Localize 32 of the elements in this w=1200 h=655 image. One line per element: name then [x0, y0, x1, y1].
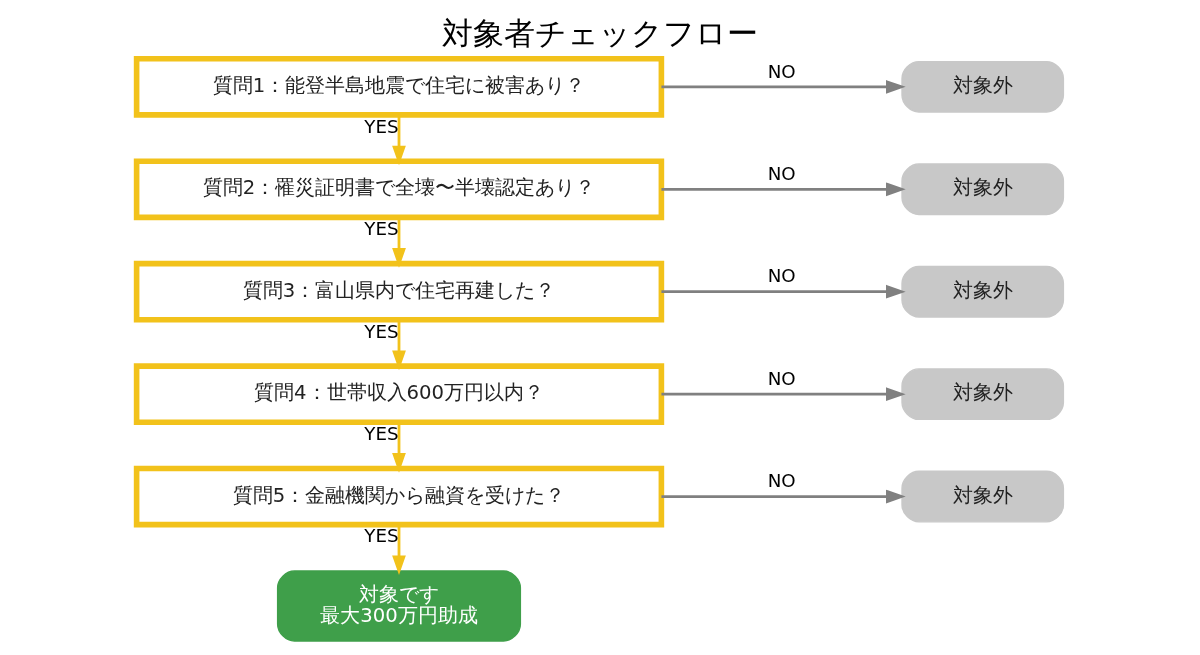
edge-label: YES: [364, 525, 399, 547]
node-box: 質問3：富山県内で住宅再建した？: [133, 260, 665, 323]
arrow: [661, 284, 906, 299]
arrow: [661, 387, 906, 402]
node-box: 対象外: [901, 368, 1065, 421]
diagram-title: 対象者チェックフロー: [442, 15, 758, 52]
node-box: 対象外: [901, 265, 1065, 318]
edge-label: YES: [364, 320, 399, 342]
node-box: 質問4：世帯収入600万円以内？: [133, 363, 665, 425]
arrow: [392, 319, 406, 371]
arrow: [392, 217, 406, 268]
arrow: [661, 489, 906, 504]
arrow: [661, 182, 906, 197]
edge-label: NO: [767, 470, 796, 492]
node-box: 対象外: [901, 163, 1065, 216]
edge-label: YES: [364, 115, 399, 137]
arrow: [661, 79, 906, 94]
node-box: 対象です 最大300万円助成: [276, 570, 522, 642]
edge-label: NO: [767, 265, 796, 287]
node-box: 対象外: [901, 60, 1065, 113]
node-box: 質問5：金融機関から融資を受けた？: [133, 465, 665, 528]
edge-label: YES: [364, 218, 399, 240]
edge-label: NO: [767, 163, 796, 185]
edge-label: NO: [767, 60, 796, 82]
node-box: 質問1：能登半島地震で住宅に被害あり？: [133, 56, 665, 118]
node-box: 対象外: [901, 470, 1065, 523]
edge-label: NO: [767, 367, 796, 389]
arrow: [392, 524, 406, 576]
node-box: 質問2：罹災証明書で全壊〜半壊認定あり？: [133, 158, 665, 221]
arrow: [392, 422, 406, 473]
edge-label: YES: [364, 422, 399, 444]
arrow: [392, 114, 406, 166]
